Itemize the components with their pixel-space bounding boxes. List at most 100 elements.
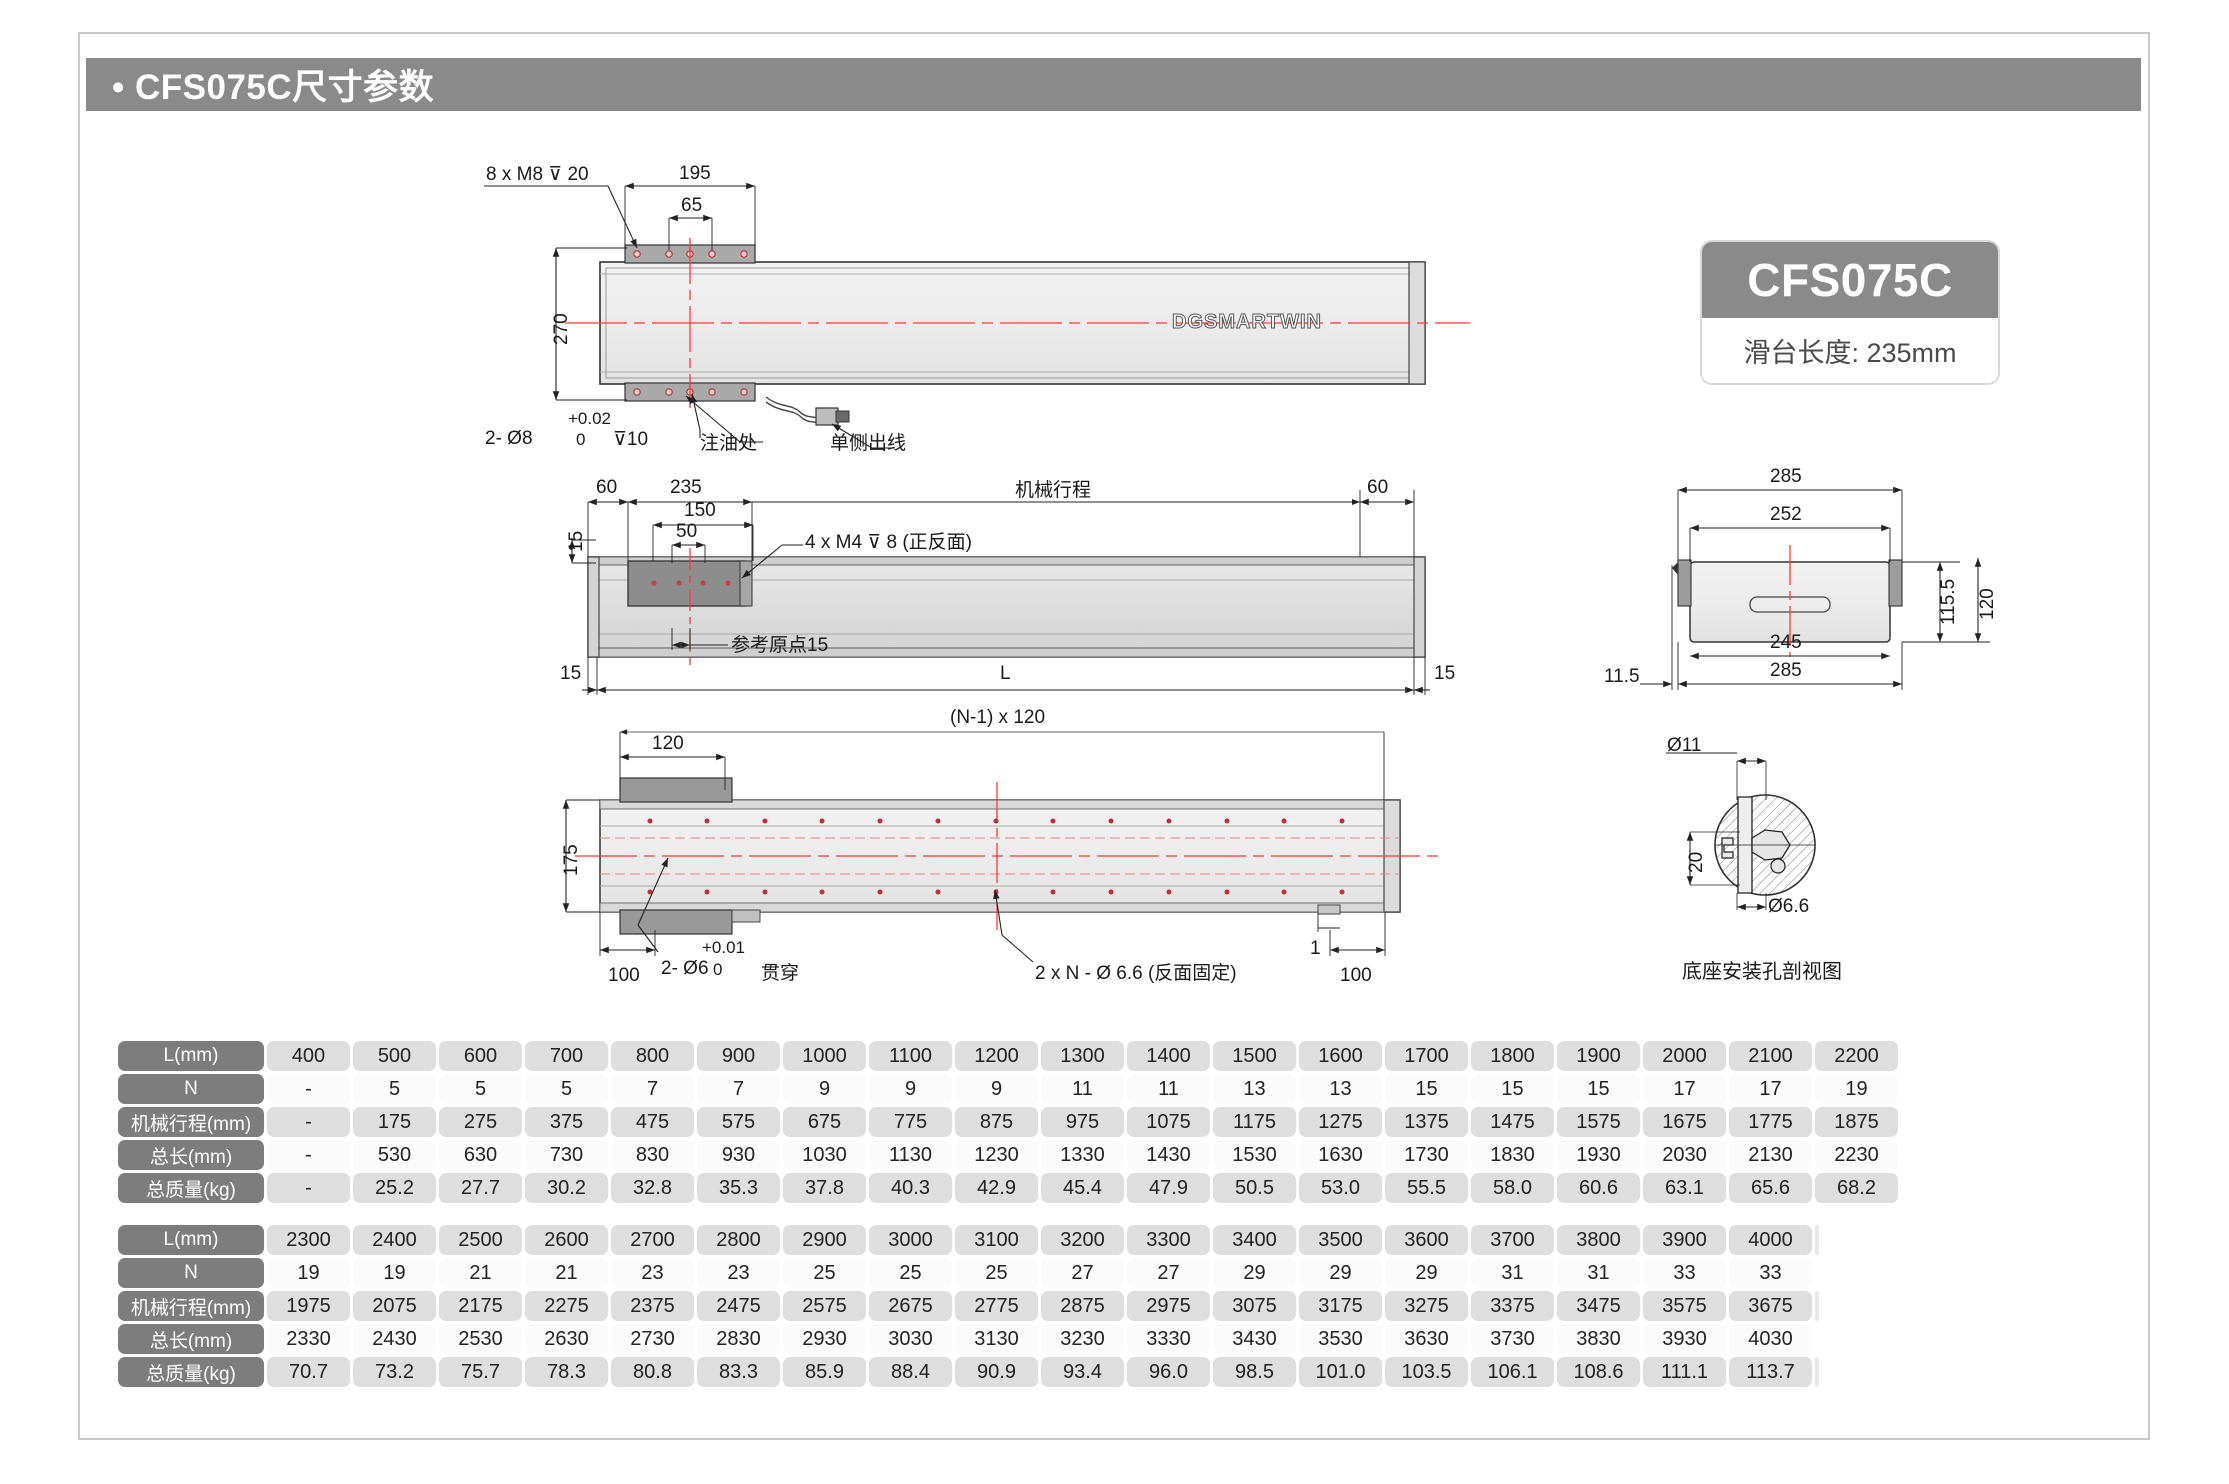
dim-100-right: 100 <box>1340 965 1372 986</box>
table-cell: 2500 <box>439 1225 522 1255</box>
table-cell: 13 <box>1299 1074 1382 1104</box>
table-cell: 2375 <box>611 1291 694 1321</box>
table-cell: 2100 <box>1729 1041 1812 1071</box>
table-cell: 5 <box>525 1074 608 1104</box>
table-cell: 2930 <box>783 1324 866 1354</box>
section-header: • CFS075C尺寸参数 <box>86 58 2141 111</box>
callout-2xn-dia66: 2 x N - Ø 6.6 (反面固定) <box>1035 963 1237 984</box>
table-cell: 23 <box>697 1258 780 1288</box>
table-cell: 50.5 <box>1213 1173 1296 1203</box>
dim-60-right: 60 <box>1367 477 1389 498</box>
table-cell: 7 <box>697 1074 780 1104</box>
table-cell: 42.9 <box>955 1173 1038 1203</box>
model-badge-length-area: 滑台长度: 235mm <box>1702 318 1998 383</box>
table-cell: 1830 <box>1471 1140 1554 1170</box>
table-cell: 1275 <box>1299 1107 1382 1137</box>
table-cell: 29 <box>1385 1258 1468 1288</box>
table-cell: 175 <box>353 1107 436 1137</box>
table-cell: 3200 <box>1041 1225 1124 1255</box>
table-cell: 2030 <box>1643 1140 1726 1170</box>
table-cell: 3500 <box>1299 1225 1382 1255</box>
table-cell: 1175 <box>1213 1107 1296 1137</box>
table-cell: 1375 <box>1385 1107 1468 1137</box>
dim-175: 175 <box>561 844 582 876</box>
table-cell: 1075 <box>1127 1107 1210 1137</box>
table-cell: 3800 <box>1557 1225 1640 1255</box>
dim-L: L <box>1000 663 1011 684</box>
callout-4xm4: 4 x M4 ⊽ 8 (正反面) <box>805 532 972 553</box>
table-cell: 3175 <box>1299 1291 1382 1321</box>
table-cell: 1000 <box>783 1041 866 1071</box>
table-cell: 2730 <box>611 1324 694 1354</box>
table-cell: 25 <box>955 1258 1038 1288</box>
table-cell: 675 <box>783 1107 866 1137</box>
table-cell: 1230 <box>955 1140 1038 1170</box>
table-cell: 53.0 <box>1299 1173 1382 1203</box>
model-badge: CFS075C 滑台长度: 235mm <box>1700 240 2000 385</box>
table-cell: 3000 <box>869 1225 952 1255</box>
table-cell: 3075 <box>1213 1291 1296 1321</box>
table-cell: 3230 <box>1041 1324 1124 1354</box>
table-cell: 275 <box>439 1107 522 1137</box>
table-cell: 47.9 <box>1127 1173 1210 1203</box>
table-cell <box>1815 1258 1819 1288</box>
tolerance-upper-d6: +0.01 <box>702 938 746 957</box>
table-cell: 500 <box>353 1041 436 1071</box>
table-cell: 3100 <box>955 1225 1038 1255</box>
table-cell: 3375 <box>1471 1291 1554 1321</box>
table-cell: 700 <box>525 1041 608 1071</box>
table-cell: 21 <box>439 1258 522 1288</box>
table-cell: 1600 <box>1299 1041 1382 1071</box>
dim-15-bottom-left: 15 <box>560 663 582 684</box>
table-cell: 530 <box>353 1140 436 1170</box>
table-cell: 25 <box>869 1258 952 1288</box>
table-row-header: 总长(mm) <box>118 1140 264 1170</box>
dim-120-bottom: 120 <box>652 733 684 754</box>
dim-120-section: 120 <box>1977 588 1998 620</box>
table-cell <box>1815 1324 1819 1354</box>
table-cell: 1300 <box>1041 1041 1124 1071</box>
model-name: CFS075C <box>1747 254 1953 306</box>
table-cell <box>1815 1291 1819 1321</box>
page-title: • CFS075C尺寸参数 <box>112 68 435 107</box>
table-cell: 2630 <box>525 1324 608 1354</box>
table-cell <box>1815 1225 1819 1255</box>
table-cell: 85.9 <box>783 1357 866 1387</box>
dim-285-bottom: 285 <box>1770 660 1802 681</box>
table-cell: 1030 <box>783 1140 866 1170</box>
table-cell: 3130 <box>955 1324 1038 1354</box>
table-cell: 1330 <box>1041 1140 1124 1170</box>
table-cell: 1700 <box>1385 1041 1468 1071</box>
dim-15-bottom-right: 15 <box>1434 663 1456 684</box>
table-cell: 2775 <box>955 1291 1038 1321</box>
table-cell: 33 <box>1643 1258 1726 1288</box>
table-cell: 2475 <box>697 1291 780 1321</box>
table-cell: 1500 <box>1213 1041 1296 1071</box>
table-cell: 25.2 <box>353 1173 436 1203</box>
label-mechanical-stroke: 机械行程 <box>1015 480 1092 501</box>
table-cell: 25 <box>783 1258 866 1288</box>
table-cell: 31 <box>1557 1258 1640 1288</box>
table-cell: 2130 <box>1729 1140 1812 1170</box>
table-cell: 30.2 <box>525 1173 608 1203</box>
table-cell: 3575 <box>1643 1291 1726 1321</box>
table-cell: 2875 <box>1041 1291 1124 1321</box>
table-cell: 3900 <box>1643 1225 1726 1255</box>
table-cell: 32.8 <box>611 1173 694 1203</box>
label-single-side-wiring: 单侧出线 <box>830 433 907 454</box>
table-cell: 3675 <box>1729 1291 1812 1321</box>
table-cell: 2800 <box>697 1225 780 1255</box>
table-cell: 1900 <box>1557 1041 1640 1071</box>
table-cell: 111.1 <box>1643 1357 1726 1387</box>
callout-thru: 贯穿 <box>761 963 800 984</box>
table-cell: 1400 <box>1127 1041 1210 1071</box>
dim-n-minus-1-x-120: (N-1) x 120 <box>950 707 1046 728</box>
table-cell: 2300 <box>267 1225 350 1255</box>
table-cell: 3400 <box>1213 1225 1296 1255</box>
table-cell: 1630 <box>1299 1140 1382 1170</box>
table-cell: 1430 <box>1127 1140 1210 1170</box>
